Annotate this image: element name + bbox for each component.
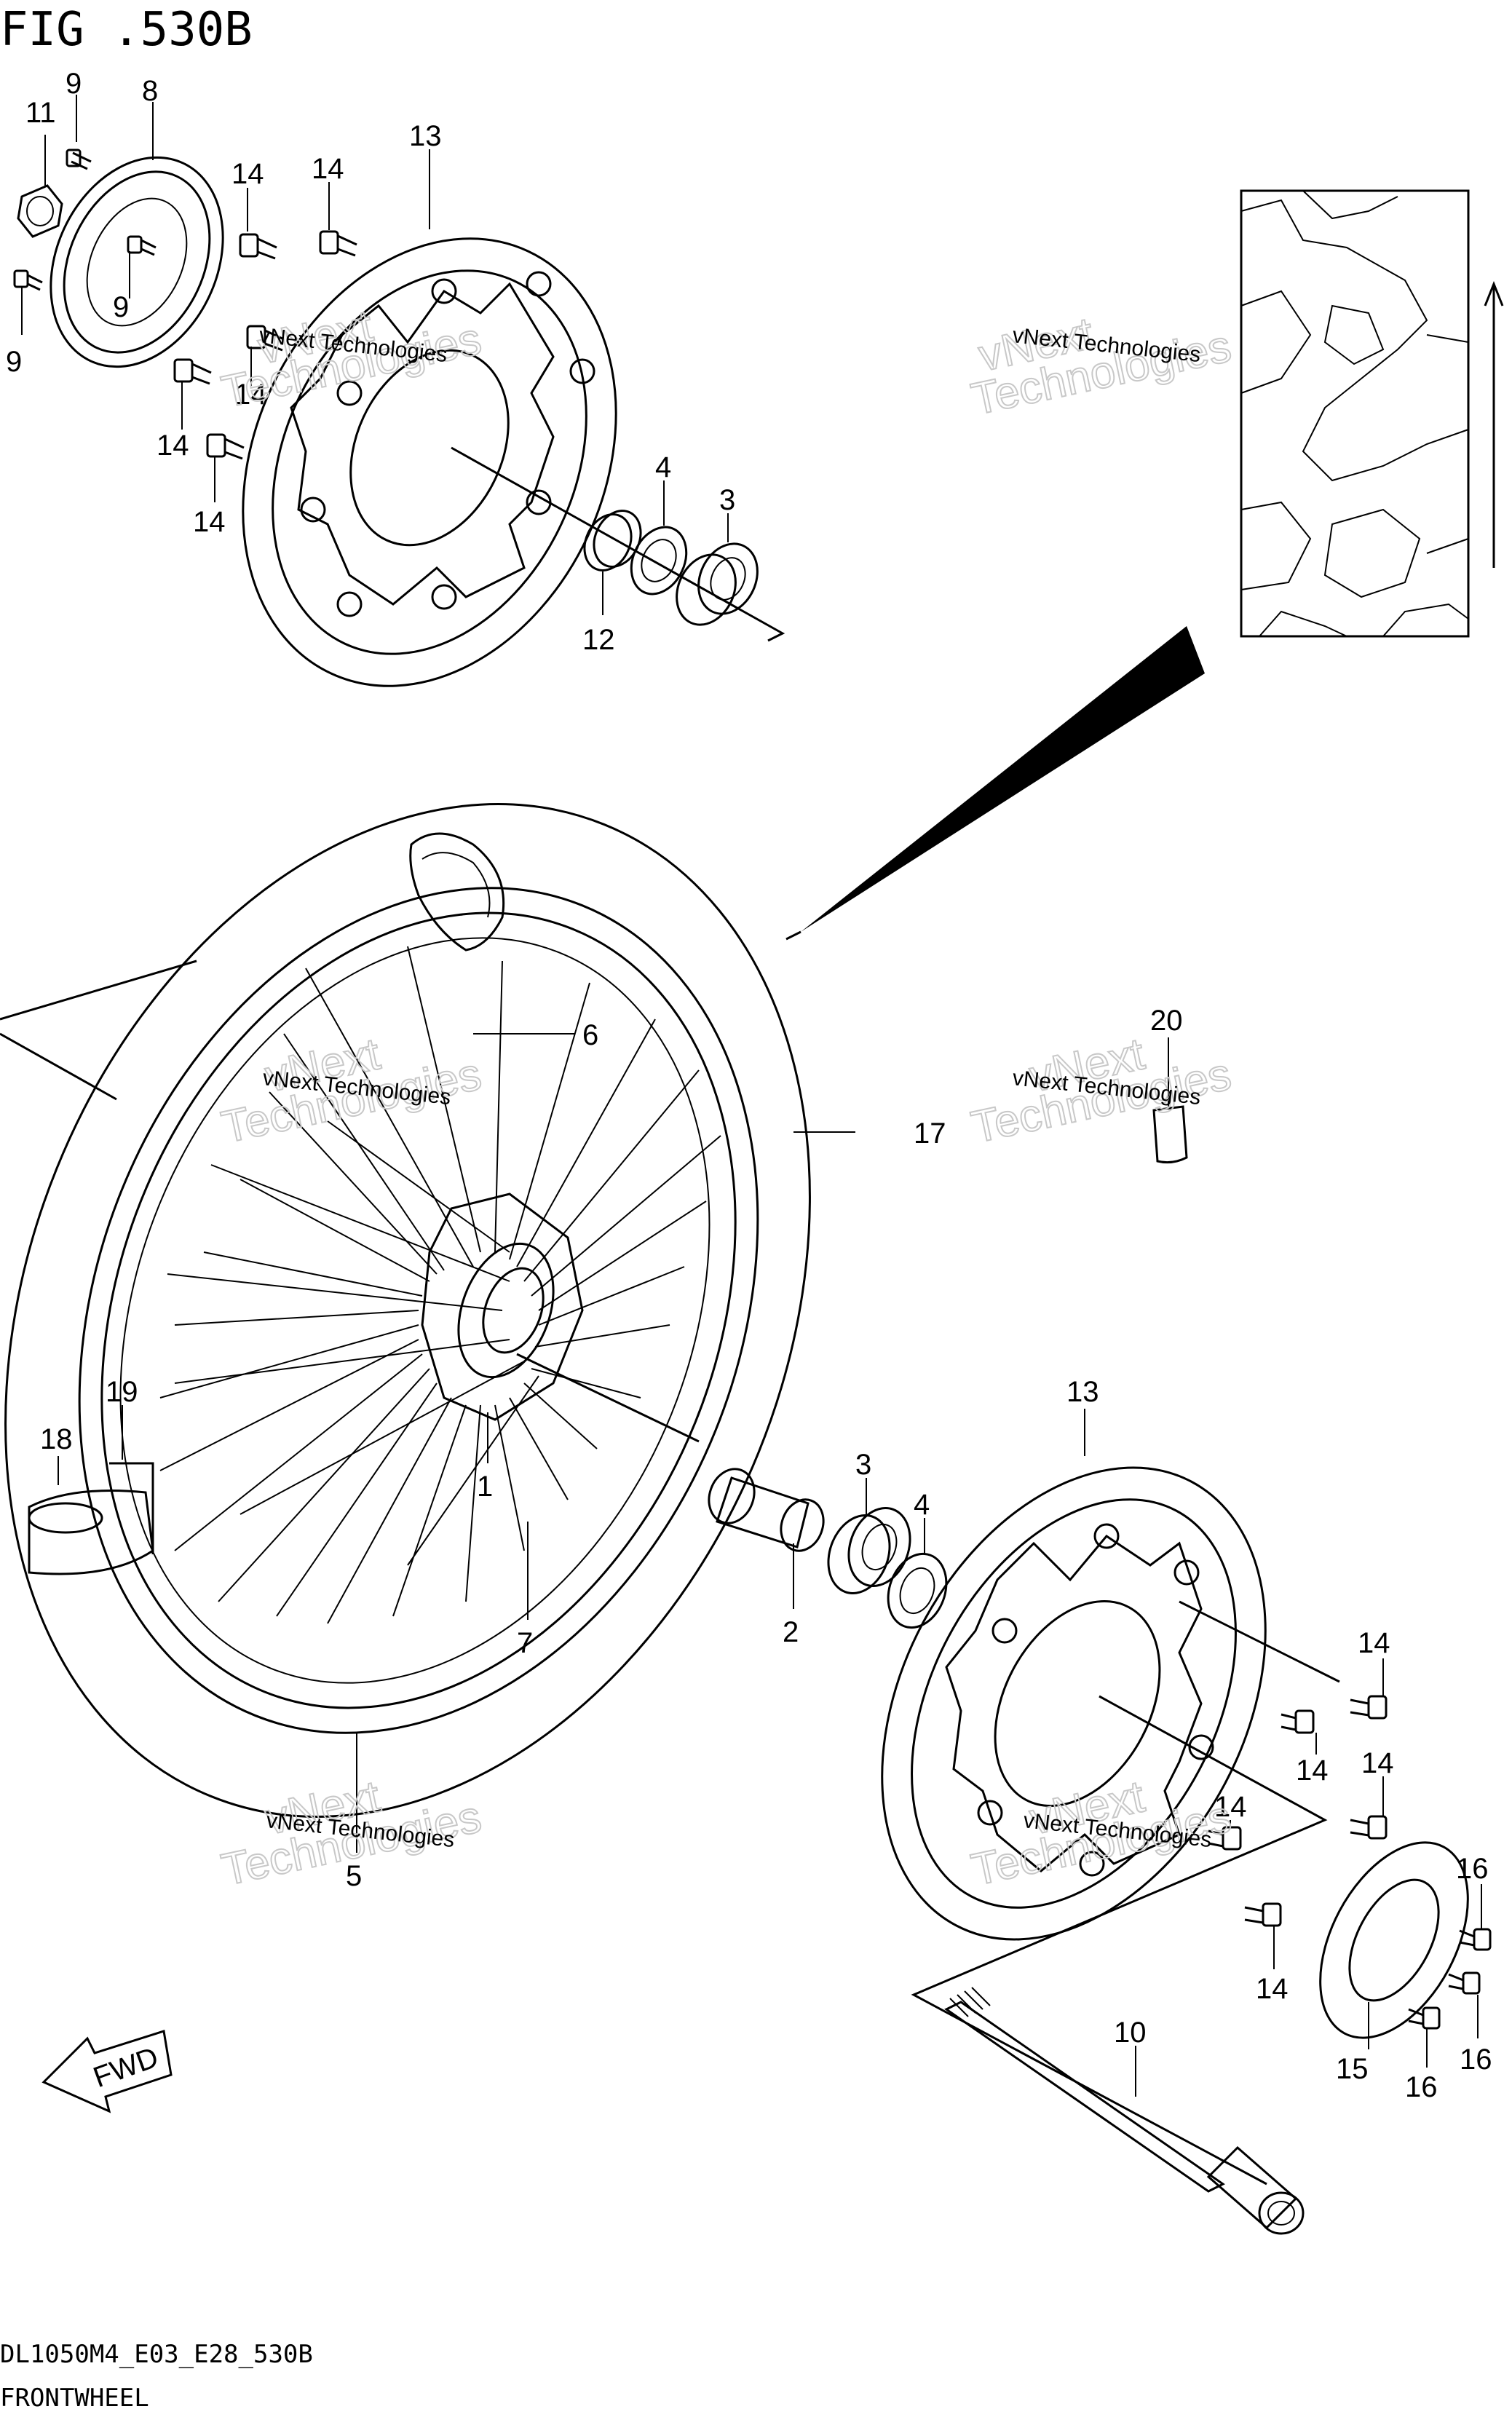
callout-11: 11 (25, 97, 56, 129)
spacer-2 (708, 1468, 825, 1552)
leader-line-bolt (1179, 1600, 1340, 1683)
callout-16: 16 (1405, 2071, 1438, 2103)
callout-14: 14 (193, 506, 226, 538)
leader-lines (21, 95, 1482, 2097)
callout-14: 14 (1214, 1791, 1247, 1823)
callout-8: 8 (142, 75, 158, 107)
disc-plate-15 (1319, 1841, 1469, 2039)
callout-14: 14 (157, 430, 189, 462)
callout-14: 14 (231, 158, 264, 190)
figure-name: FRONTWHEEL (0, 2384, 149, 2413)
callout-9: 9 (6, 346, 22, 378)
screw-16-icon (1408, 1928, 1492, 2030)
callout-12: 12 (582, 624, 615, 656)
callout-6: 6 (582, 1019, 598, 1051)
callout-13: 13 (409, 120, 442, 152)
callout-20: 20 (1150, 1005, 1183, 1037)
callout-14: 14 (1358, 1627, 1390, 1659)
callout-10: 10 (1114, 2017, 1147, 2049)
balancer-weight (28, 1462, 154, 1575)
wheel-hub (421, 1192, 584, 1421)
axis-line-upper (451, 446, 785, 642)
figure-title: FIG .530B (0, 3, 253, 57)
callout-13: 13 (1066, 1376, 1099, 1408)
callout-16: 16 (1456, 1853, 1489, 1885)
fwd-direction-arrow: FWD (41, 2030, 173, 2113)
small-bolt-icon (66, 149, 92, 170)
brake-disc-upper (242, 237, 617, 687)
callout-labels: 9 8 11 9 9 14 14 14 14 14 13 12 4 3 6 17… (6, 68, 1492, 2103)
callout-14: 14 (312, 153, 344, 185)
brake-disc-lower (881, 1466, 1267, 1941)
callout-14: 14 (234, 379, 267, 411)
small-bolt-icon (13, 269, 43, 291)
callout-15: 15 (1336, 2053, 1369, 2085)
axis-line-wheel (516, 1353, 700, 1443)
spokes (159, 946, 721, 1624)
axis-line-lower (911, 1695, 1328, 2185)
bearing-4-upper (630, 526, 688, 596)
disc-bolt-icon (1208, 1695, 1388, 1927)
front-wheel (4, 803, 811, 1818)
callout-7: 7 (517, 1627, 533, 1659)
pointer-tip (785, 930, 801, 941)
tread-pattern (1240, 189, 1504, 638)
bearing-3-lower (827, 1507, 911, 1594)
callout-5: 5 (346, 1860, 362, 1892)
abs-sensor-ring (50, 156, 224, 368)
disc-bolt-icon (173, 230, 357, 460)
callout-17: 17 (914, 1117, 946, 1150)
callout-14: 14 (1256, 1973, 1289, 2005)
bearing-3-upper (676, 542, 759, 626)
fwd-label: FWD (90, 2041, 163, 2094)
callout-4: 4 (655, 451, 671, 483)
watermarks: vNext Technologies vNext Technologies vN… (217, 300, 1236, 1896)
callout-3: 3 (855, 1449, 871, 1481)
nut-icon (17, 184, 63, 238)
air-valve (1152, 1037, 1188, 1164)
callout-14: 14 (1361, 1747, 1394, 1779)
callout-18: 18 (40, 1423, 73, 1455)
small-bolt-icon (127, 235, 157, 256)
callout-16: 16 (1460, 2044, 1492, 2076)
callout-19: 19 (106, 1376, 138, 1408)
callout-1: 1 (477, 1471, 493, 1503)
rim-tape-part (409, 832, 505, 952)
front-axle (944, 1987, 1305, 2235)
callout-4: 4 (914, 1489, 930, 1521)
callout-2: 2 (783, 1616, 799, 1648)
figure-code: DL1050M4_E03_E28_530B (0, 2340, 313, 2369)
callout-3: 3 (719, 484, 735, 516)
oil-seal-4-lower (887, 1552, 948, 1629)
section-pointer (801, 626, 1205, 932)
callout-14: 14 (1296, 1755, 1329, 1787)
callout-9: 9 (113, 291, 129, 323)
callout-9: 9 (66, 68, 82, 100)
perspective-lines (0, 960, 197, 1101)
